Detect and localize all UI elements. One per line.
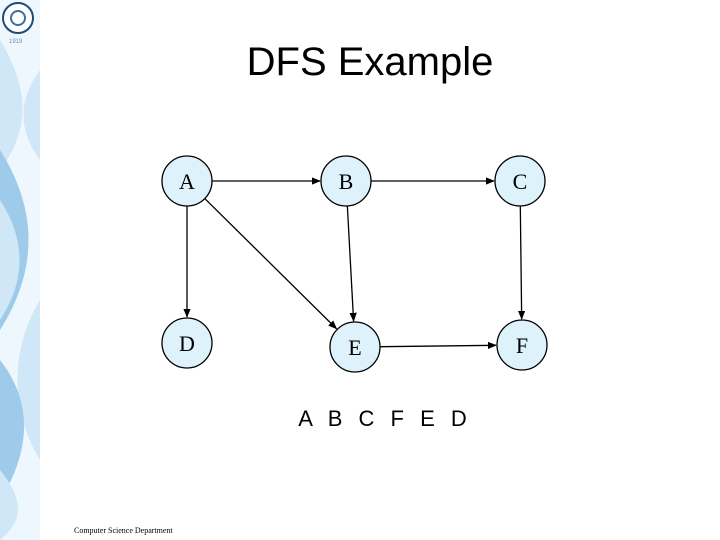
slide-title: DFS Example xyxy=(246,40,494,84)
node-circle xyxy=(161,317,213,369)
edge-a-e xyxy=(204,198,338,330)
node-circle xyxy=(320,155,372,207)
node-d: D xyxy=(161,317,213,369)
edge-b-e xyxy=(346,205,357,322)
traversal-order: A B C F E D xyxy=(298,406,472,431)
edge-c-f xyxy=(517,205,526,320)
node-circle xyxy=(161,155,213,207)
node-label: B xyxy=(339,169,354,194)
edges xyxy=(183,177,526,350)
edge-e-f xyxy=(379,341,497,350)
node-circle xyxy=(496,319,548,371)
node-e: E xyxy=(329,321,381,373)
footer-department: Computer Science Department xyxy=(74,526,173,535)
node-circle xyxy=(494,155,546,207)
logo-subtext: 1919 xyxy=(9,39,23,45)
node-c: C xyxy=(494,155,546,207)
decorative-band: 1919 xyxy=(0,0,40,540)
node-a: A xyxy=(161,155,213,207)
nodes: A B C D E F xyxy=(161,155,548,373)
node-f: F xyxy=(496,319,548,371)
decorative-swirl-icon xyxy=(0,0,40,540)
node-label: A xyxy=(179,169,195,194)
node-label: D xyxy=(179,331,195,356)
node-label: C xyxy=(513,169,528,194)
university-seal-icon xyxy=(2,2,34,34)
node-label: F xyxy=(516,333,528,358)
node-label: E xyxy=(348,335,361,360)
node-circle xyxy=(329,321,381,373)
node-b: B xyxy=(320,155,372,207)
